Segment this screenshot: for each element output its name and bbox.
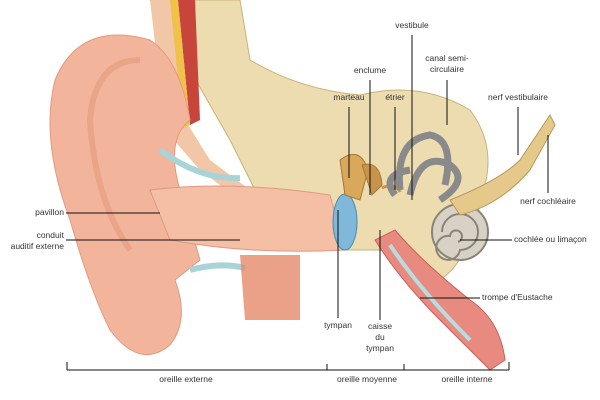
label-vestibular-nerve: nerf vestibulaire — [487, 92, 549, 102]
label-pinna: pavillon — [35, 207, 64, 217]
cartilage-top — [158, 147, 241, 182]
label-cochlear-nerve: nerf cochléaire — [520, 196, 576, 206]
pinna-fold — [86, 57, 141, 252]
temporal-bone — [149, 0, 489, 281]
cochlea — [431, 203, 489, 261]
cartilage-bottom — [189, 262, 246, 273]
label-incus: enclume — [353, 65, 387, 75]
label-cochlea: cochlée ou limaçon — [514, 234, 587, 244]
label-line: tympan — [366, 343, 394, 353]
label-stapes: étrier — [385, 92, 405, 102]
incus — [361, 163, 383, 196]
label-line: caisse — [367, 321, 393, 331]
section-middle-ear: oreille moyenne — [336, 374, 398, 384]
label-semicircular-canal: canal semi-circulaire — [425, 53, 468, 75]
tympanum — [332, 193, 358, 251]
ear-canal — [149, 185, 346, 252]
malleus — [339, 153, 369, 201]
red-tissue — [178, 0, 200, 125]
label-line: auditif externe — [10, 241, 64, 251]
section-outer-ear: oreille externe — [159, 374, 213, 384]
skin-layer — [150, 0, 250, 200]
label-malleus: marteau — [333, 92, 365, 102]
label-vestibule: vestibule — [395, 20, 429, 30]
label-line: circulaire — [429, 64, 464, 74]
label-line: du — [375, 332, 385, 342]
lower-tissue — [240, 255, 300, 320]
label-line: canal semi- — [425, 53, 469, 63]
label-tympanum: tympan — [324, 320, 352, 330]
label-line: conduit — [36, 230, 64, 240]
semicircular-canals — [386, 131, 462, 203]
vestibulocochlear-nerve — [449, 114, 556, 216]
label-eustachian-tube: trompe d'Eustache — [482, 292, 553, 302]
leader-lines — [66, 35, 549, 320]
section-bracket — [66, 362, 510, 371]
eustachian-tube — [374, 229, 506, 371]
section-inner-ear: oreille interne — [441, 374, 493, 384]
